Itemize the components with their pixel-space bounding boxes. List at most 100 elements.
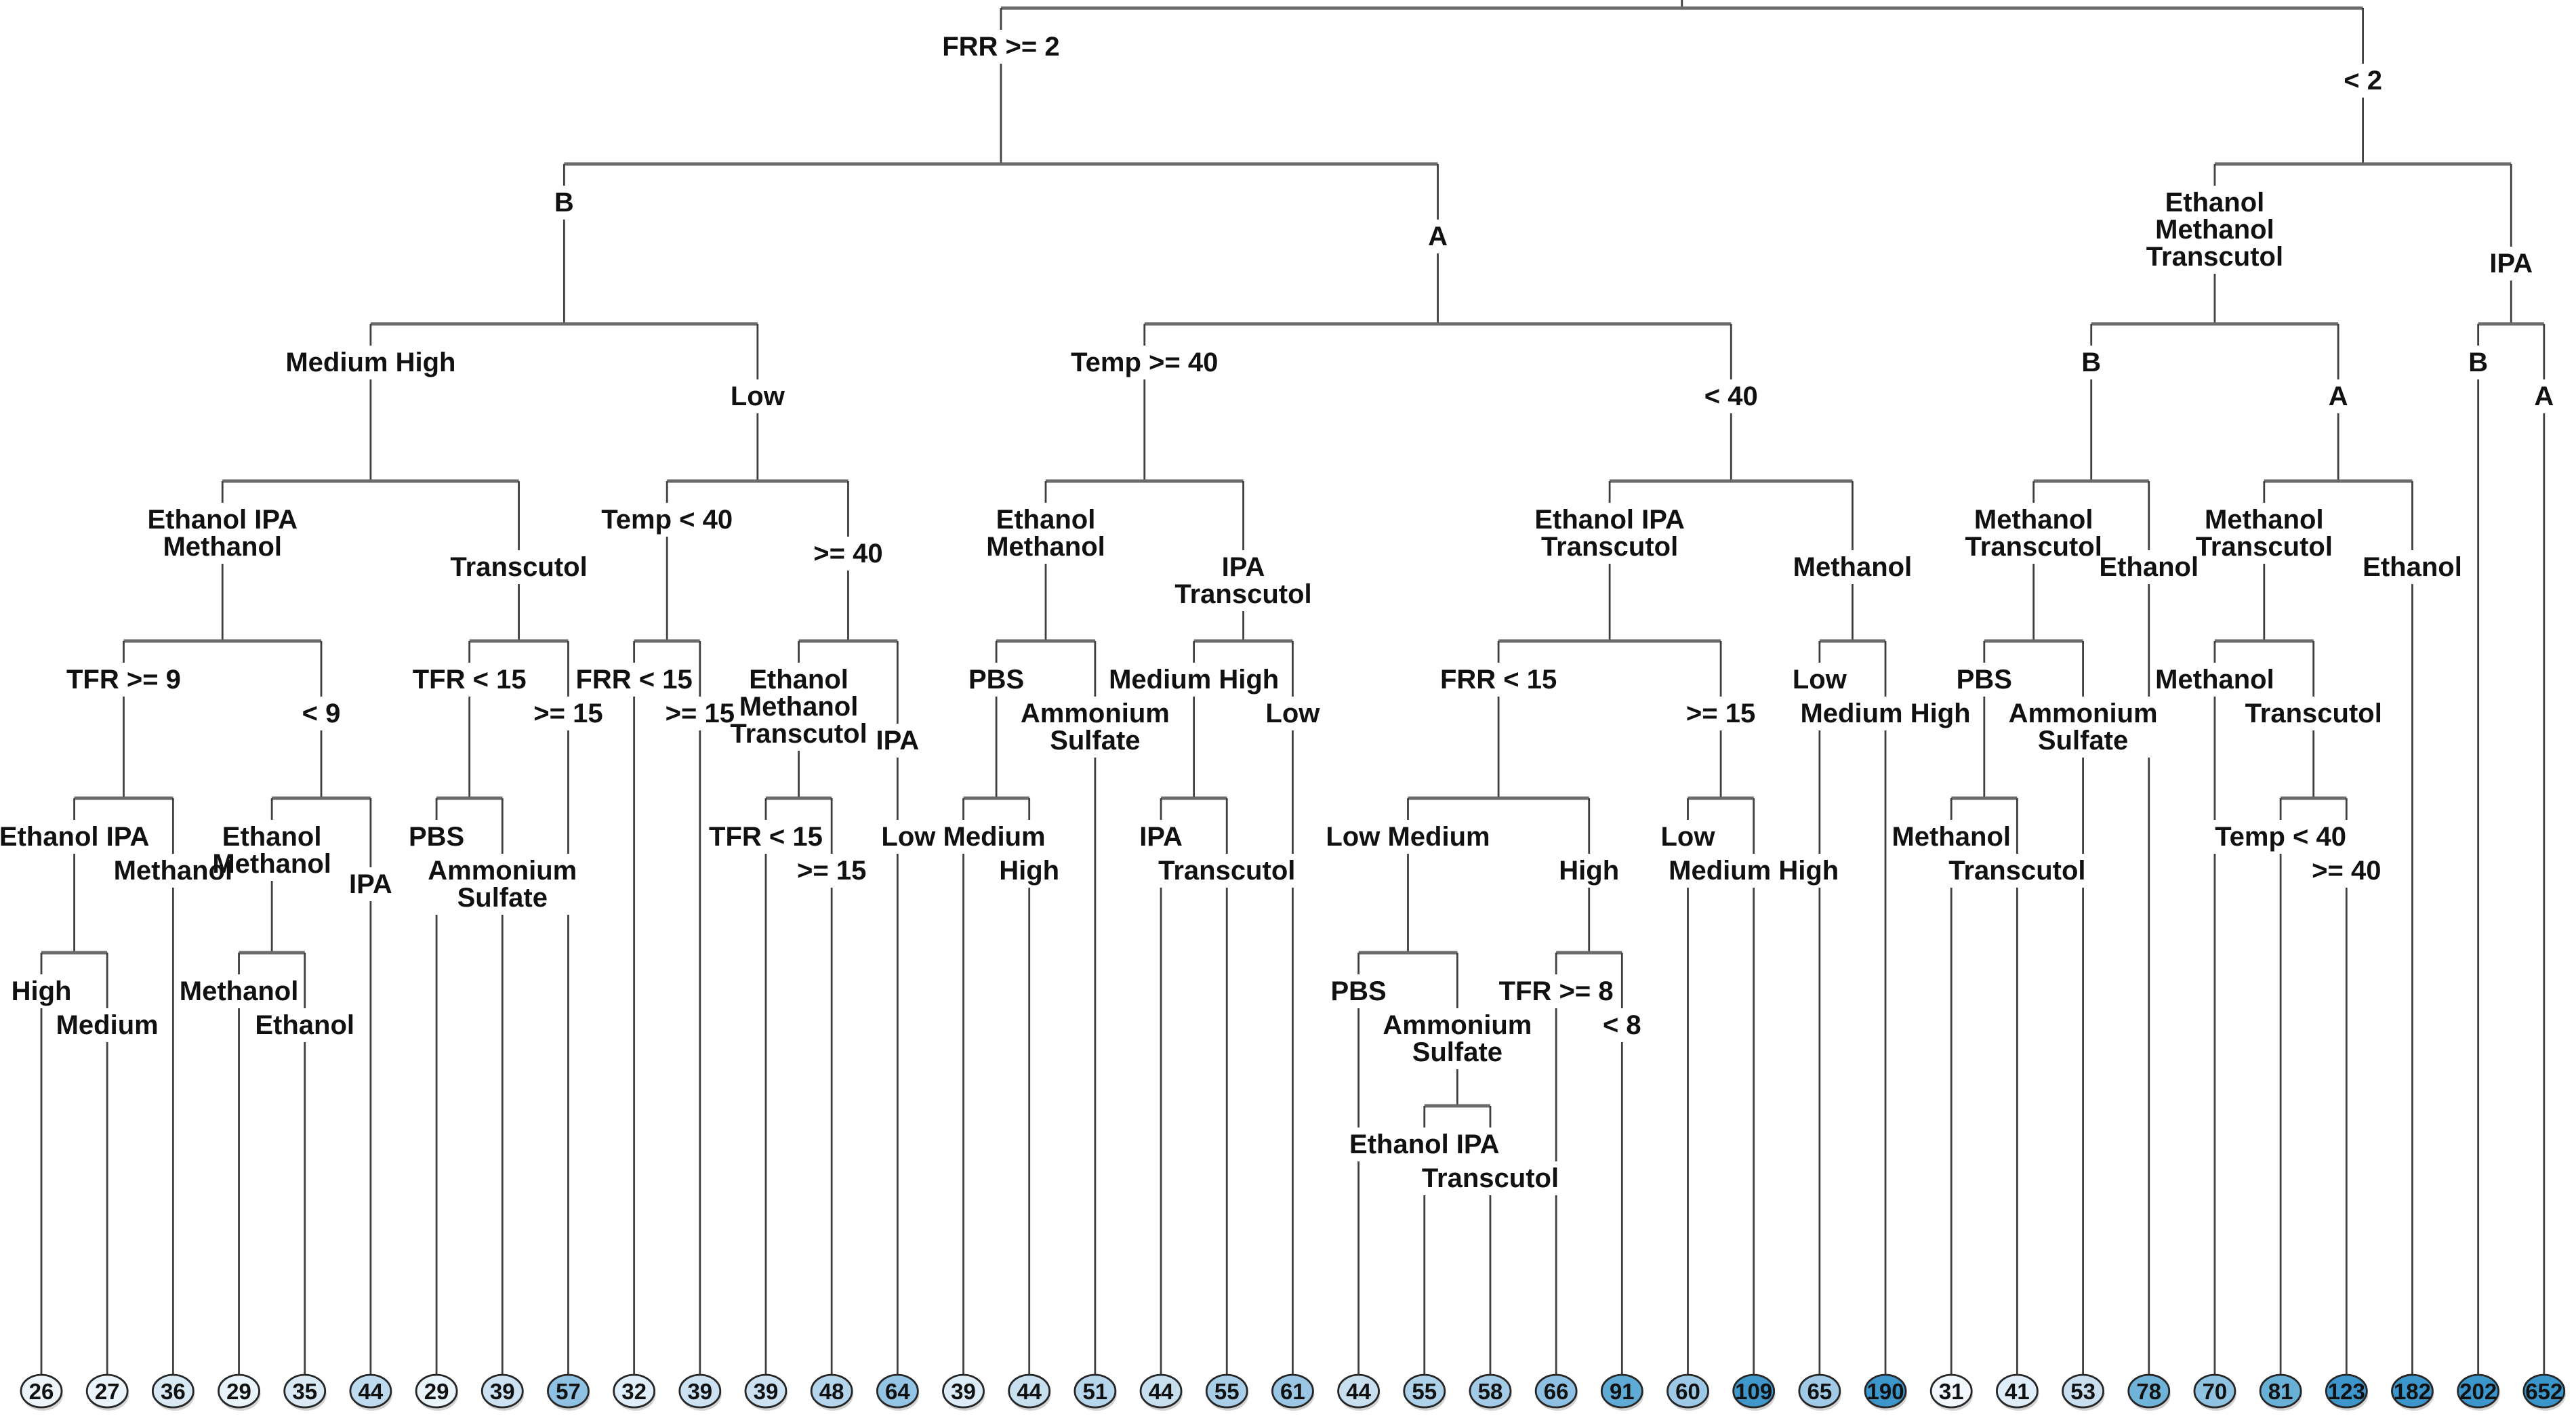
split-label-bg [297,697,346,730]
split-label-line: High [12,976,72,1006]
leaf-node: 39 [744,1373,788,1411]
leaf-ellipse [2193,1373,2236,1409]
split-label-bg [981,503,1110,564]
split-label-bg [2141,186,2289,274]
split-label: A [2329,381,2348,411]
split-label: Ethanol IPA [1349,1130,1499,1159]
leaf-value: 78 [2136,1379,2161,1404]
split-label: Transcutol [1422,1163,1559,1193]
split-label-bg [403,820,470,854]
leaf-node: 27 [85,1373,129,1411]
leaf-node: 44 [1337,1373,1381,1411]
split-label-bg [1664,854,1844,888]
split-label: Methanol [114,856,233,886]
split-label: IPA [2489,249,2533,278]
split-label: < 9 [302,699,341,728]
leaf-node: 36 [151,1373,195,1411]
split-label-line: < 2 [2344,66,2382,96]
split-label-line: Ammonium [2009,699,2158,728]
split-label-bg [529,697,608,730]
split-label-line: Ammonium [428,856,577,886]
leaf-node: 26 [20,1373,63,1411]
leaf-value: 32 [621,1379,647,1404]
split-label-line: Temp < 40 [2215,822,2346,852]
split-label: Transcutol [1948,856,2085,886]
split-label-line: Low [1265,699,1320,728]
split-label-bg [1153,854,1301,888]
split-label: Methanol [180,976,299,1006]
leaf-ellipse [1600,1373,1643,1409]
leaf-node: 41 [1995,1373,2039,1411]
split-label-line: Low Medium [1326,822,1490,852]
leaf-node: 57 [547,1373,590,1411]
split-label-bg [1787,663,1852,697]
split-label-line: < 8 [1603,1010,1641,1040]
split-label-bg [51,1008,163,1042]
split-label-bg [549,186,579,220]
split-label: TFR >= 8 [1499,976,1614,1006]
split-label-line: TFR >= 9 [66,665,181,695]
leaf-node: 66 [1534,1373,1578,1411]
leaf-value: 31 [1939,1379,1964,1404]
split-label-bg [963,663,1029,697]
split-label-bg [1416,1161,1564,1195]
split-label: FRR >= 2 [942,32,1059,62]
split-label-bg [1435,663,1562,697]
split-label: TFR < 15 [413,665,527,695]
split-label: Low [731,381,785,411]
split-label: TFR >= 9 [66,665,181,695]
split-label-bg [2240,697,2387,730]
split-label-bg [174,974,304,1008]
split-label-bg [445,550,592,584]
split-label: PBS [1330,976,1386,1006]
split-label-line: Medium High [1109,665,1279,695]
leaf-value: 48 [819,1379,844,1404]
split-label-bg [2323,379,2353,413]
split-label-bg [1951,663,2017,697]
split-label-line: Methanol [212,849,331,879]
leaf-value: 53 [2070,1379,2095,1404]
leaf-node: 109 [1732,1373,1776,1411]
split-label-line: Low Medium [881,822,1045,852]
split-label-line: >= 15 [533,699,602,728]
leaf-ellipse [2522,1373,2566,1409]
split-label-line: Temp >= 40 [1071,348,1218,377]
split-label-bg [994,854,1065,888]
split-label: Ethanol [2363,552,2462,582]
leaf-value: 27 [95,1379,120,1404]
split-label: Transcutol [2245,699,2382,728]
leaf-ellipse [151,1373,195,1409]
split-label-line: Medium [56,1010,159,1040]
split-label-bg [250,1008,360,1042]
leaf-value: 58 [1478,1379,1503,1404]
split-label-line: B [2081,348,2101,377]
split-label-line: B [2468,348,2488,377]
leaf-ellipse [1469,1373,1512,1409]
split-label-line: Medium High [1800,699,1970,728]
split-label-line: >= 40 [2312,856,2381,886]
leaf-node: 39 [678,1373,722,1411]
split-label-line: >= 15 [1686,699,1755,728]
split-label: Transcutol [450,552,587,582]
split-label: >= 15 [533,699,602,728]
split-label-bg [704,820,827,854]
split-label: Low Medium [881,822,1045,852]
leaf-node: 652 [2522,1373,2566,1411]
leaf-value: 44 [1346,1379,1371,1404]
split-label-line: Medium High [1669,856,1839,886]
split-label-bg [1887,820,2016,854]
leaf-ellipse [349,1373,392,1409]
split-label-line: Sulfate [1412,1037,1502,1067]
split-label-bg [0,820,155,854]
split-label: Low [1793,665,1847,695]
split-label: Medium High [285,348,455,377]
split-label-line: A [2534,381,2554,411]
split-label: Temp < 40 [2215,822,2346,852]
split-label: IPA [349,869,392,899]
split-label-line: Transcutol [1948,856,2085,886]
leaf-node: 60 [1667,1373,1710,1411]
